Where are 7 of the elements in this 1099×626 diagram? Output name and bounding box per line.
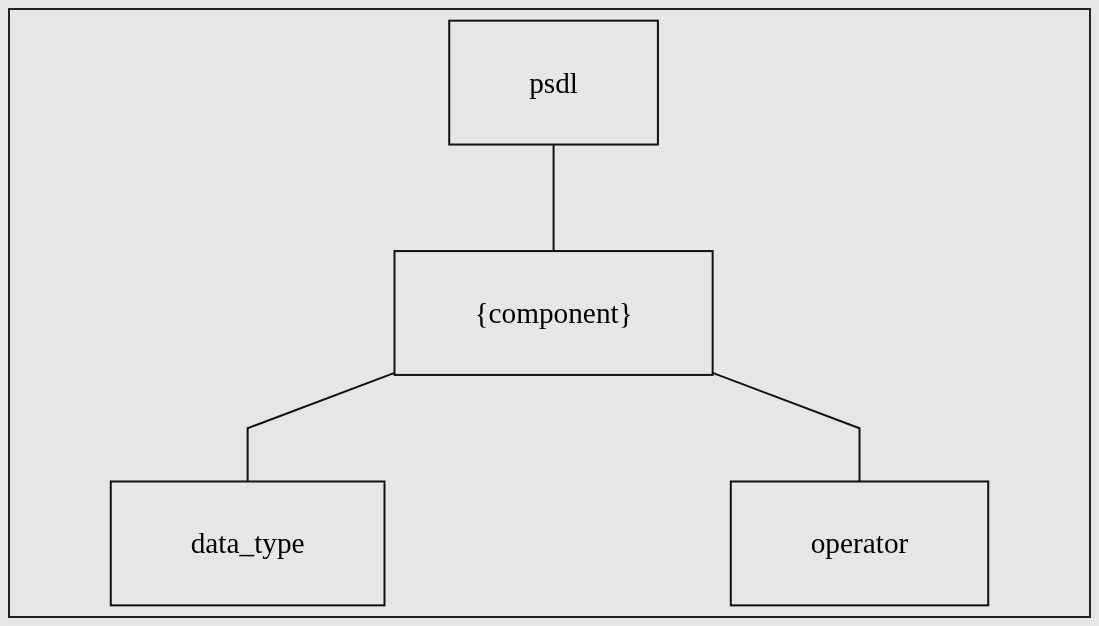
node-box: data_type [109, 480, 386, 607]
connector [552, 143, 555, 253]
node-box: operator [729, 480, 990, 607]
node-box: {component} [393, 250, 714, 376]
node-box: psdl [448, 19, 659, 146]
connector [711, 371, 861, 483]
connector [246, 371, 396, 483]
